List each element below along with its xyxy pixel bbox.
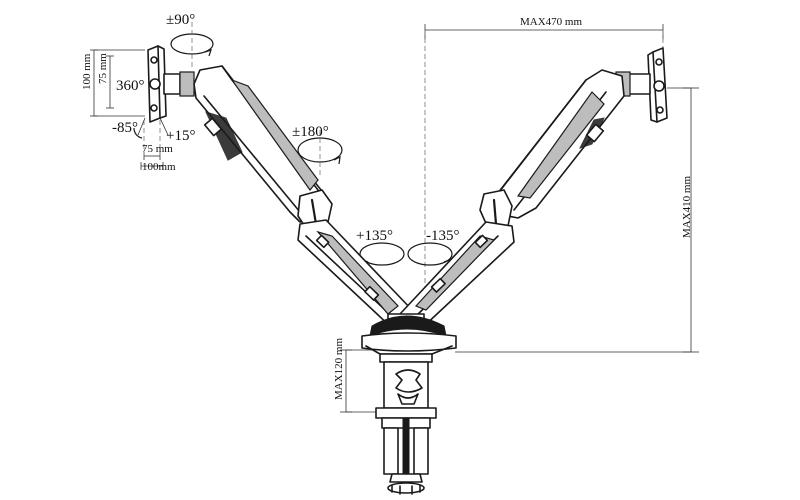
right-vesa-plate <box>615 47 668 123</box>
right-lower-arm <box>399 221 515 329</box>
right-upper-arm <box>479 69 625 229</box>
rotation-indicators <box>133 22 453 267</box>
minus135-label: -135° <box>426 228 460 244</box>
left-vesa-plate <box>147 45 195 123</box>
max-width-label: MAX470 mm <box>520 16 582 28</box>
left-upper-arm <box>193 65 333 229</box>
swivel-label: ±180° <box>292 124 329 140</box>
vesa-height-100-label: 100 mm <box>81 53 93 90</box>
plus135-label: +135° <box>356 228 393 244</box>
text-labels: ±90° 360° -85° +15° ±180° +135° -135° 10… <box>81 12 693 400</box>
tilt-label: ±90° <box>166 12 195 28</box>
max-height-label: MAX410 mm <box>681 176 693 238</box>
vesa-width-100-label: 100mm <box>142 161 176 173</box>
vesa-width-75-label: 75 mm <box>142 143 173 155</box>
tilt-up-label: +15° <box>166 128 195 144</box>
rotate-label: 360° <box>116 78 145 94</box>
tilt-down-label: -85° <box>112 120 138 136</box>
vesa-height-75-label: 75 mm <box>97 53 109 84</box>
max-clamp-label: MAX120 mm <box>333 338 345 400</box>
center-base-clamp <box>361 313 457 495</box>
